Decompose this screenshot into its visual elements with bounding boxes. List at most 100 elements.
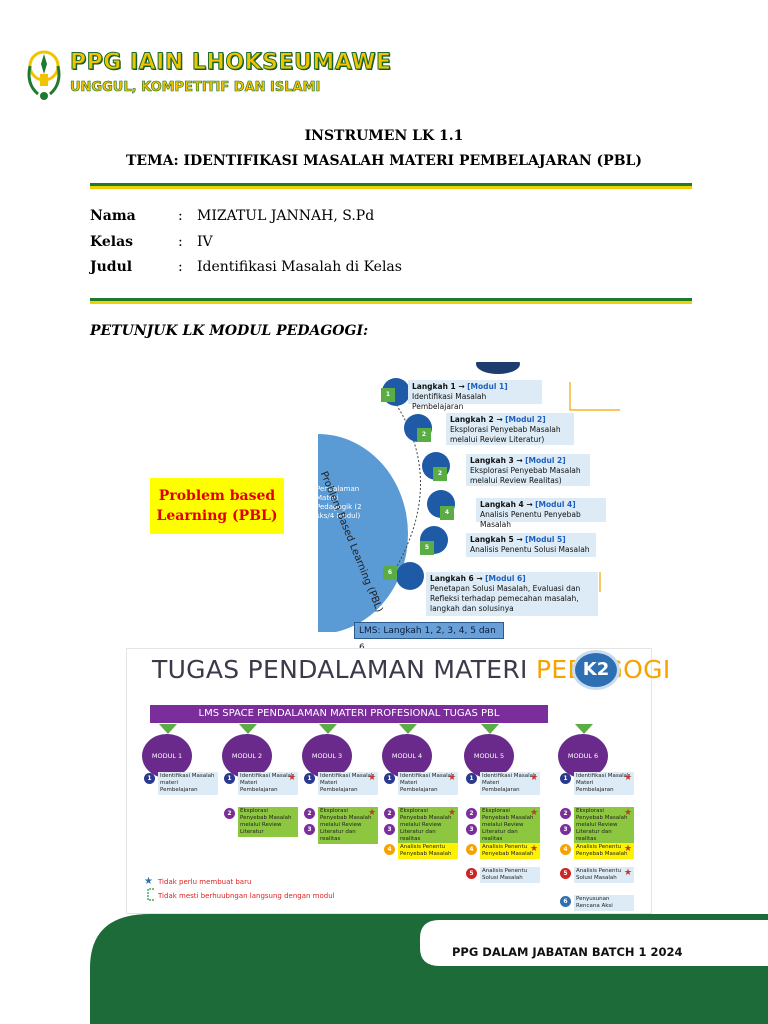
divider-bottom	[90, 298, 692, 304]
infographic-title-main: TUGAS PENDALAMAN MATERI	[152, 655, 536, 684]
module-item-text: Identifikasi Masalah Materi Pembelajaran	[318, 772, 378, 795]
star-icon: ★	[624, 868, 633, 878]
step-6-box: Langkah 6 → [Modul 6] Penetapan Solusi M…	[426, 572, 598, 616]
step-module-ref: [Modul 1]	[467, 382, 508, 391]
module-item-number: 1	[144, 773, 155, 784]
star-icon: ★	[530, 844, 539, 854]
step-2-marker: 2	[417, 428, 431, 442]
info-colon: :	[178, 208, 183, 224]
step-3-marker: 2	[433, 467, 447, 481]
footer-batch-text: PPG DALAM JABATAN BATCH 1 2024	[452, 945, 683, 959]
step-title: Langkah 3 →	[470, 456, 523, 465]
module-item-text: Identifikasi Masalah materi Pembelajaran	[158, 772, 218, 795]
step-4-marker: 4	[440, 506, 454, 520]
lms-space-banner: LMS SPACE PENDALAMAN MATERI PROFESIONAL …	[150, 705, 548, 723]
module-item-text: Identifikasi Masalah Materi Pembelajaran	[238, 772, 298, 795]
module-item-text: Identifikasi Masalah Materi Pembelajaran	[480, 772, 540, 795]
step-5-marker: 5	[420, 541, 434, 555]
info-colon: :	[178, 234, 183, 250]
step-module-ref: [Modul 2]	[505, 415, 546, 424]
module-arrow-icon	[399, 724, 417, 734]
star-icon: ★	[368, 808, 377, 818]
pbl-label-line1: Problem based	[158, 488, 276, 504]
step-module-ref: [Modul 5]	[525, 535, 566, 544]
module-item-number: 3	[466, 824, 477, 835]
module-circle: MODUL 6	[558, 734, 608, 778]
half-circle-label: Pendalaman Materi Pedagogik (2 sks/4 Mod…	[316, 485, 362, 520]
document-theme: TEMA: IDENTIFIKASI MASALAH MATERI PEMBEL…	[126, 153, 642, 169]
module-circle: MODUL 2	[222, 734, 272, 778]
star-icon: ★	[448, 773, 457, 783]
module-circle: MODUL 1	[142, 734, 192, 778]
lms-steps-bar: LMS: Langkah 1, 2, 3, 4, 5 dan 6	[354, 622, 504, 653]
star-icon: ★	[624, 844, 633, 854]
step-module-ref: [Modul 6]	[485, 574, 526, 583]
step-6-marker: 6	[383, 566, 397, 580]
module-item-number: 2	[384, 808, 395, 819]
module-item-text: Analisis Penentu Penyebab Masalah	[574, 843, 634, 859]
step-4-box: Langkah 4 → [Modul 4] Analisis Penentu P…	[476, 498, 606, 529]
info-value-nama: MIZATUL JANNAH, S.Pd	[197, 208, 375, 224]
footer-band	[90, 914, 768, 1024]
divider-top	[90, 183, 692, 189]
module-item-number: 3	[384, 824, 395, 835]
info-value-judul: Identifikasi Masalah di Kelas	[197, 259, 402, 275]
k2-badge: K2	[572, 650, 620, 690]
module-arrow-icon	[481, 724, 499, 734]
module-item-text: Eksplorasi Penyebab Masalah melalui Revi…	[238, 807, 298, 837]
module-item-number: 1	[384, 773, 395, 784]
module-item-number: 2	[466, 808, 477, 819]
module-circle: MODUL 4	[382, 734, 432, 778]
step-title: Langkah 5 →	[470, 535, 523, 544]
info-label-kelas: Kelas	[90, 234, 134, 250]
step-desc: Analisis Penentu Penyebab Masalah	[480, 510, 581, 529]
step-desc: Penetapan Solusi Masalah, Evaluasi dan R…	[430, 584, 581, 613]
step-module-ref: [Modul 4]	[535, 500, 576, 509]
module-item-text: Eksplorasi Penyebab Masalah melalui Revi…	[318, 807, 378, 844]
step-title: Langkah 2 →	[450, 415, 503, 424]
step-desc: Eksplorasi Penyebab Masalah melalui Revi…	[450, 425, 561, 444]
pbl-label-line2: Learning (PBL)	[156, 508, 278, 524]
module-circle: MODUL 3	[302, 734, 352, 778]
module-item-number: 2	[560, 808, 571, 819]
legend-star-text: Tidak perlu membuat baru	[158, 878, 252, 886]
step-title: Langkah 6 →	[430, 574, 483, 583]
star-icon: ★	[624, 808, 633, 818]
step-title: Langkah 4 →	[480, 500, 533, 509]
pbl-label-box: Problem based Learning (PBL)	[150, 478, 284, 534]
module-item-text: Analisis Penentu Solusi Masalah	[574, 867, 634, 883]
module-item-text: Eksplorasi Penyebab Masalah melalui Revi…	[574, 807, 634, 844]
brand-tagline: UNGGUL, KOMPETITIF DAN ISLAMI	[70, 80, 321, 96]
legend-star-icon: ★	[144, 876, 153, 887]
star-icon: ★	[624, 773, 633, 783]
module-item-number: 1	[304, 773, 315, 784]
module-item-text: Analisis Penentu Penyebab Masalah	[398, 843, 458, 859]
pbl-arc-diagram	[318, 362, 620, 632]
legend-bracket-icon	[147, 888, 154, 901]
step-1-marker: 1	[381, 388, 395, 402]
module-circle: MODUL 5	[464, 734, 514, 778]
module-item-number: 3	[304, 824, 315, 835]
module-item-number: 1	[224, 773, 235, 784]
module-item-number: 5	[560, 868, 571, 879]
step-desc: Analisis Penentu Solusi Masalah	[470, 545, 590, 554]
module-item-number: 4	[384, 844, 395, 855]
info-label-nama: Nama	[90, 208, 136, 224]
brand-title: PPG IAIN LHOKSEUMAWE	[70, 50, 392, 76]
step-title: Langkah 1 →	[412, 382, 465, 391]
step-desc: Identifikasi Masalah Pembelajaran	[412, 392, 487, 411]
module-arrow-icon	[159, 724, 177, 734]
document-title: INSTRUMEN LK 1.1	[304, 128, 464, 144]
star-icon: ★	[368, 773, 377, 783]
module-item-text: Identifikasi Masalah Materi Pembelajaran	[398, 772, 458, 795]
module-item-text: Analisis Penentu Penyebab Masalah	[480, 843, 540, 859]
info-colon: :	[178, 259, 183, 275]
module-item-number: 6	[560, 896, 571, 907]
module-item-text: Eksplorasi Penyebab Masalah melalui Revi…	[480, 807, 540, 844]
module-item-number: 4	[560, 844, 571, 855]
step-module-ref: [Modul 2]	[525, 456, 566, 465]
module-item-number: 5	[466, 868, 477, 879]
star-icon: ★	[288, 773, 297, 783]
module-item-number: 2	[304, 808, 315, 819]
pbl-half-circle	[318, 434, 408, 632]
